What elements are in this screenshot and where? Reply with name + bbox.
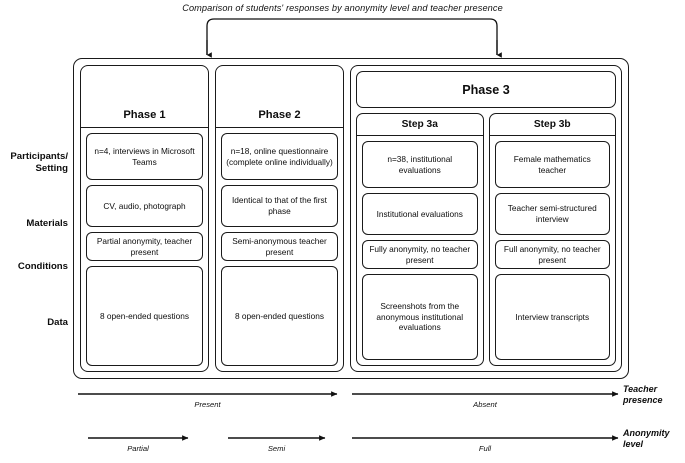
phase-2-materials-cell: Identical to that of the first phase: [221, 185, 338, 227]
axis-legend-region: Present Absent Partial Semi Full Teacher…: [0, 382, 685, 458]
figure-caption: Comparison of students' responses by ano…: [182, 3, 503, 13]
step-3b-title: Step 3b: [489, 114, 615, 136]
row-label-materials: Materials: [26, 218, 68, 229]
step-3b-column: Step 3b Female mathematics teacher Teach…: [488, 113, 616, 366]
phase-1-column: Phase 1 n=4, interviews in Microsoft Tea…: [80, 65, 209, 372]
row-label-conditions: Conditions: [17, 261, 68, 272]
step-3a-cells: n=38, institutional evaluations Institut…: [357, 136, 483, 365]
phase-2-participants-cell: n=18, online questionnaire (complete onl…: [221, 133, 338, 180]
axis-caption-semi: Semi: [267, 444, 286, 453]
phase-1-conditions-cell: Partial anonymity, teacher present: [86, 232, 203, 261]
step-3b-materials-cell: Teacher semi-structured interview: [494, 193, 610, 235]
step-3b-data-cell: Interview transcripts: [494, 274, 610, 360]
step-3b-cells: Female mathematics teacher Teacher semi-…: [490, 136, 616, 365]
step-3a-column: Step 3a n=38, institutional evaluations …: [356, 113, 484, 366]
phase-2-cells: n=18, online questionnaire (complete onl…: [216, 128, 343, 371]
axis-caption-absent: Absent: [473, 400, 497, 409]
phase-1-title: Phase 1: [81, 66, 208, 128]
step-3a-materials-cell: Institutional evaluations: [362, 193, 478, 235]
step-3b-participants-cell: Female mathematics teacher: [494, 141, 610, 188]
phase-2-column: Phase 2 n=18, online questionnaire (comp…: [215, 65, 344, 372]
axis-caption-full: Full: [478, 444, 492, 453]
axis-arrows: [78, 391, 619, 441]
row-label-participants-setting: Participants/ Setting: [10, 151, 68, 174]
axis-caption-present: Present: [194, 400, 221, 409]
phase-3-steps: Step 3a n=38, institutional evaluations …: [356, 113, 616, 366]
step-3a-data-cell: Screenshots from the anonymous instituti…: [362, 274, 478, 360]
row-label-data: Data: [47, 317, 68, 328]
phase-3-column: Phase 3 Step 3a n=38, institutional eval…: [350, 65, 622, 372]
phase-1-cells: n=4, interviews in Microsoft Teams CV, a…: [81, 128, 208, 371]
step-3a-conditions-cell: Fully anonymity, no teacher present: [362, 240, 478, 269]
axis-label-teacher-presence: Teacher presence: [623, 384, 663, 405]
phase-2-data-cell: 8 open-ended questions: [221, 266, 338, 366]
phase-2-conditions-cell: Semi-anonymous teacher present: [221, 232, 338, 261]
step-3a-participants-cell: n=38, institutional evaluations: [362, 141, 478, 188]
phase-1-participants-cell: n=4, interviews in Microsoft Teams: [86, 133, 203, 180]
diagram-outer-frame: Phase 1 n=4, interviews in Microsoft Tea…: [73, 58, 629, 379]
axis-label-anonymity-level: Anonymity level: [623, 428, 670, 449]
phase-2-title: Phase 2: [216, 66, 343, 128]
step-3b-conditions-cell: Full anonymity, no teacher present: [494, 240, 610, 269]
bracket-connector-arrows: [206, 18, 502, 58]
phase-3-title: Phase 3: [356, 71, 616, 108]
step-3a-title: Step 3a: [357, 114, 483, 136]
axis-caption-partial: Partial: [127, 444, 149, 453]
phase-1-materials-cell: CV, audio, photograph: [86, 185, 203, 227]
phase-1-data-cell: 8 open-ended questions: [86, 266, 203, 366]
